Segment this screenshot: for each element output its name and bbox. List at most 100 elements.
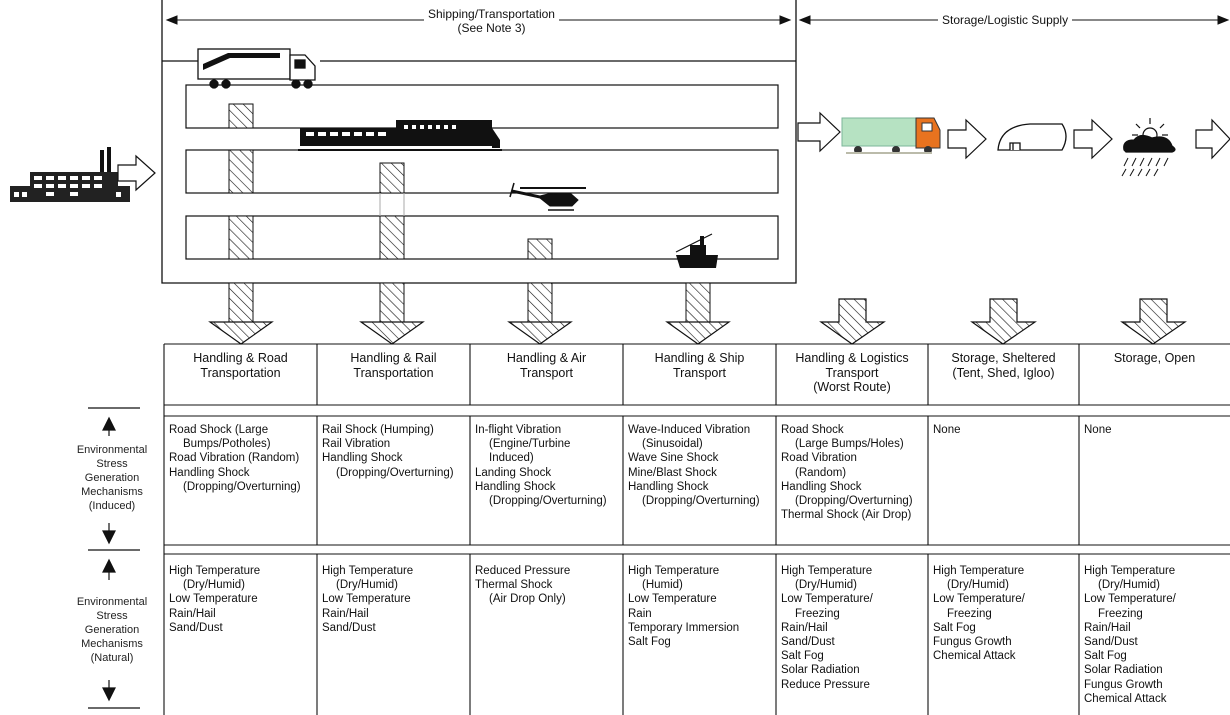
natural-mechanism-item: Low Temperature — [169, 593, 258, 606]
induced-mechanism-item: (Dropping/Overturning) — [336, 466, 454, 479]
natural-mechanism-item: Chemical Attack — [933, 650, 1016, 663]
table-grid — [163, 343, 1230, 715]
natural-mechanism-item: Sand/Dust — [1084, 636, 1138, 649]
natural-mechanism-item: (Air Drop Only) — [489, 593, 566, 606]
natural-mechanism-item: Freezing — [1098, 607, 1143, 620]
column-header-line: Transportation — [200, 365, 281, 380]
column-header-line: Handling & Ship — [654, 351, 745, 365]
down-arrows-transport — [208, 321, 731, 345]
induced-mechanism-item: Handling Shock — [169, 466, 250, 479]
truck-icon — [197, 48, 316, 89]
natural-mechanism-item: Freezing — [795, 607, 840, 620]
natural-mechanism-item: (Humid) — [642, 579, 683, 592]
induced-mechanism-item: Handling Shock — [781, 480, 862, 493]
induced-mechanism-item: (Random) — [795, 466, 847, 479]
induced-mechanism-item: Rail Shock (Humping) — [322, 424, 434, 436]
natural-mechanisms-cell: High Temperature(Dry/Humid)Low Temperatu… — [781, 564, 927, 692]
natural-mechanism-item: Sand/Dust — [169, 621, 223, 634]
induced-mechanism-item: Road Vibration — [781, 452, 857, 465]
column-header-line: (Tent, Shed, Igloo) — [952, 365, 1055, 380]
natural-mechanism-item: High Temperature — [1084, 565, 1176, 577]
natural-mechanism-item: Rain — [628, 607, 652, 620]
column-header-line: Handling & Logistics — [795, 351, 909, 365]
column-header-line: Storage, Sheltered — [951, 351, 1056, 365]
induced-mechanisms-cell: None — [1084, 423, 1229, 437]
induced-mechanisms-cell: Road Shock(Large Bumps/Holes)Road Vibrat… — [781, 423, 927, 522]
natural-mechanism-item: Rain/Hail — [322, 607, 369, 620]
natural-mechanisms-cell: High Temperature (Dry/Humid)Low Temperatu… — [322, 564, 469, 635]
logistics-truck-icon — [841, 117, 941, 154]
induced-mechanism-item: None — [1084, 424, 1112, 436]
induced-mechanism-item: Handling Shock — [475, 480, 556, 493]
induced-mechanism-item: (Dropping/Overturning) — [642, 495, 760, 508]
column-header: Storage, Open — [1079, 351, 1230, 366]
column-header: Storage, Sheltered(Tent, Shed, Igloo) — [928, 351, 1079, 380]
natural-mechanism-item: Low Temperature — [322, 593, 411, 606]
natural-mechanism-item: (Dry/Humid) — [1098, 579, 1160, 592]
natural-mechanism-item: Rain/Hail — [169, 607, 216, 620]
storage-flow-arrow-4 — [1195, 118, 1230, 160]
natural-mechanism-item: Salt Fog — [1084, 650, 1127, 663]
natural-mechanism-item: Sand/Dust — [781, 636, 835, 649]
natural-mechanism-item: Fungus Growth — [1084, 678, 1163, 691]
induced-mechanism-item: Bumps/Potholes) — [183, 438, 271, 451]
induced-mechanisms-cell: None — [933, 423, 1078, 437]
factory-flow-arrow — [117, 154, 156, 192]
train-icon — [298, 120, 502, 151]
column-header-line: Handling & Air — [506, 351, 587, 365]
induced-mechanism-item: In-flight Vibration — [475, 424, 562, 436]
weather-sun-rain-icon — [1121, 118, 1176, 177]
induced-mechanism-item: Road Shock — [781, 424, 844, 436]
induced-mechanism-item: (Sinusoidal) — [642, 438, 703, 451]
natural-mechanism-item: High Temperature — [169, 565, 261, 577]
storage-flow-arrow-1 — [797, 111, 841, 153]
helicopter-icon — [509, 182, 586, 211]
rail-lane — [185, 149, 779, 194]
row-label-induced: Environmental Stress Generation Mechanis… — [76, 444, 148, 512]
natural-mechanism-item: Low Temperature/ — [781, 593, 873, 606]
natural-mechanism-item: Chemical Attack — [1084, 692, 1167, 705]
storage-phase-label: Storage/Logistic Supply — [938, 13, 1073, 27]
induced-mechanism-item: Thermal Shock (Air Drop) — [781, 509, 912, 522]
column-header-line: Transport — [672, 365, 727, 380]
natural-mechanisms-cell: High Temperature (Dry/Humid)Low Temperatu… — [169, 564, 316, 635]
induced-mechanism-item: Wave-Induced Vibration — [628, 424, 751, 436]
column-header-line: Handling & Road — [193, 351, 288, 365]
natural-mechanism-item: High Temperature — [781, 565, 873, 577]
air-lane — [185, 215, 779, 260]
induced-mechanism-item: Road Shock (Large — [169, 424, 269, 436]
natural-mechanism-item: Solar Radiation — [781, 664, 860, 677]
igloo-shelter-icon — [997, 123, 1067, 151]
natural-mechanism-item: Reduced Pressure — [475, 565, 571, 577]
natural-mechanism-item: Low Temperature/ — [933, 593, 1025, 606]
natural-mechanism-item: High Temperature — [322, 565, 414, 577]
natural-mechanism-item: (Dry/Humid) — [336, 579, 398, 592]
column-header-line: (Worst Route) — [813, 380, 891, 394]
natural-mechanism-item: Freezing — [947, 607, 992, 620]
induced-mechanism-item: Wave Sine Shock — [628, 452, 719, 465]
column-header-line: Storage, Open — [1113, 351, 1196, 365]
column-header-line: Handling & Rail — [350, 351, 437, 365]
factory-icon — [10, 147, 130, 202]
natural-mechanism-item: Rain/Hail — [781, 621, 828, 634]
natural-mechanism-item: Low Temperature — [628, 593, 717, 606]
column-header-line: Transport — [519, 365, 574, 380]
induced-mechanism-item: Handling Shock — [322, 452, 403, 465]
natural-mechanism-item: Solar Radiation — [1084, 664, 1163, 677]
natural-mechanisms-cell: High Temperature(Dry/Humid)Low Temperatu… — [933, 564, 1078, 663]
induced-mechanism-item: (Dropping/Overturning) — [489, 495, 607, 508]
natural-mechanism-item: Salt Fog — [781, 650, 824, 663]
induced-mechanism-item: Handling Shock — [628, 480, 709, 493]
induced-mechanisms-cell: Wave-Induced Vibration (Sinusoidal)Wave S… — [628, 423, 775, 508]
column-header-line: Transportation — [353, 365, 434, 380]
natural-mechanism-item: (Dry/Humid) — [183, 579, 245, 592]
